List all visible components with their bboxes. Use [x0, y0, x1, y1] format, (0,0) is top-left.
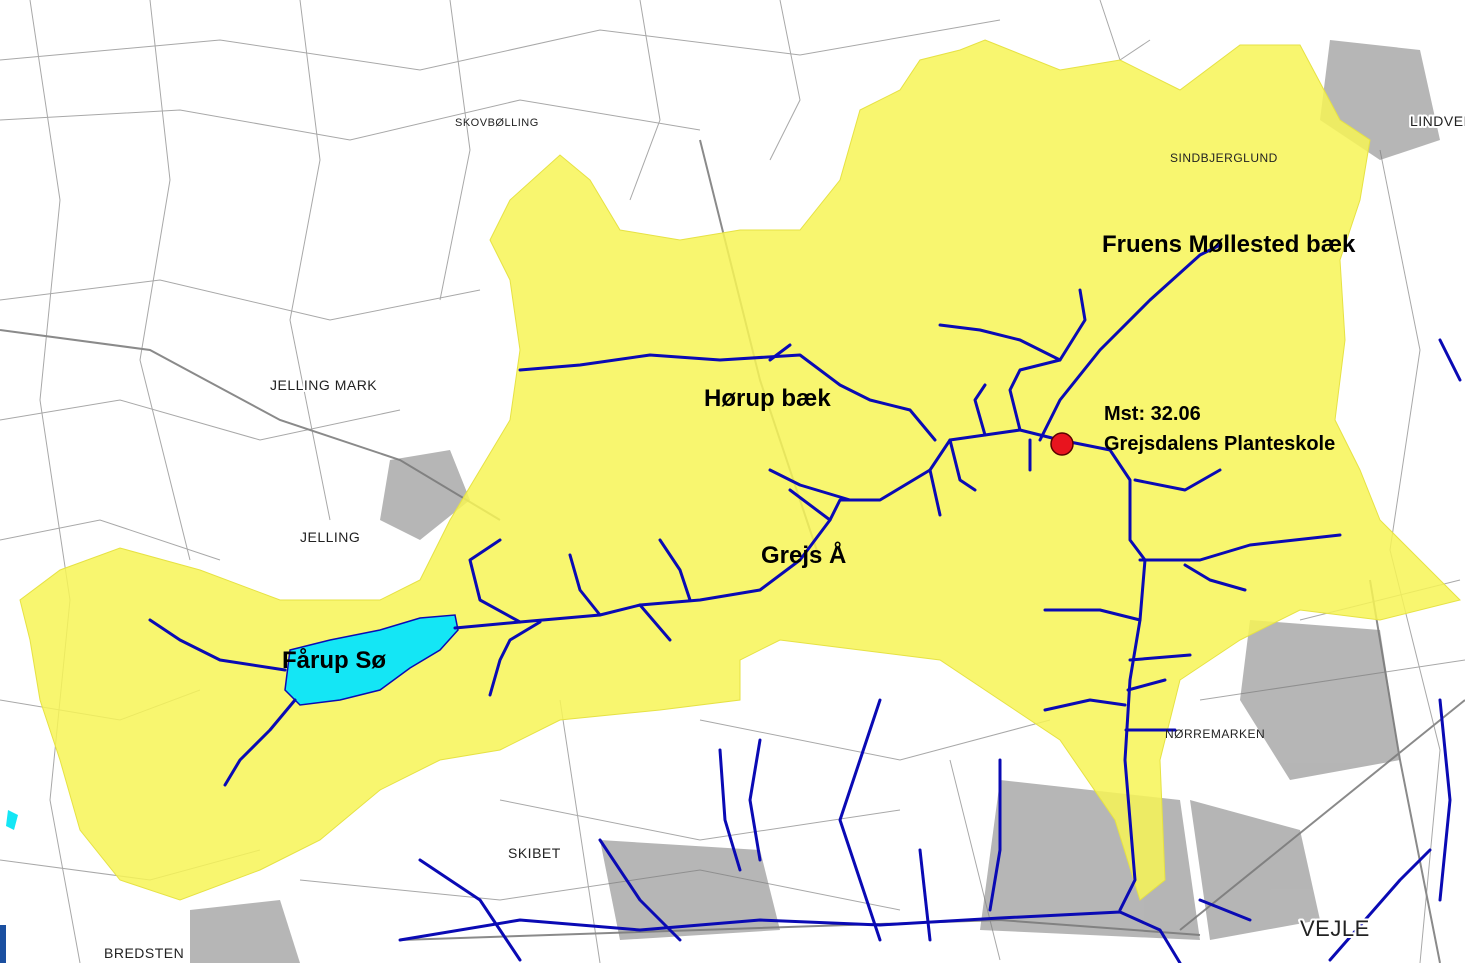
place-norremarken: NØRREMARKEN	[1165, 727, 1265, 741]
label-station-id: Mst: 32.06	[1104, 403, 1201, 425]
place-labels: JELLING JELLING MARK SKIBET VEJLE BREDST…	[102, 111, 1465, 963]
urban-areas	[190, 40, 1440, 963]
label-fruens-mollested-baek: Fruens Møllested bæk	[1102, 231, 1356, 258]
place-skibet: SKIBET	[508, 845, 561, 861]
place-sindbjerglund: SINDBJERGLUND	[1170, 151, 1278, 165]
place-jelling: JELLING	[300, 529, 360, 545]
place-bredsten: BREDSTEN	[104, 945, 184, 961]
label-horup-baek: Hørup bæk	[704, 385, 831, 412]
label-farup-so: Fårup Sø	[282, 647, 386, 674]
label-station-name: Grejsdalens Planteskole	[1104, 433, 1335, 455]
place-lindved: LINDVED	[1410, 113, 1465, 129]
place-jelling-mark: JELLING MARK	[270, 377, 377, 393]
stream-network[interactable]	[148, 243, 1462, 963]
small-lake	[6, 810, 18, 830]
farup-lake[interactable]	[284, 614, 459, 706]
place-vejle: VEJLE	[1300, 916, 1370, 941]
label-grejs-a: Grejs Å	[761, 541, 846, 569]
frame-corner	[0, 925, 6, 963]
station-marker-icon[interactable]	[1050, 432, 1074, 456]
feature-labels: Fruens Møllested bæk Hørup bæk Grejs Å F…	[282, 231, 1356, 674]
place-skovbolling: SKOVBØLLING	[455, 117, 539, 129]
